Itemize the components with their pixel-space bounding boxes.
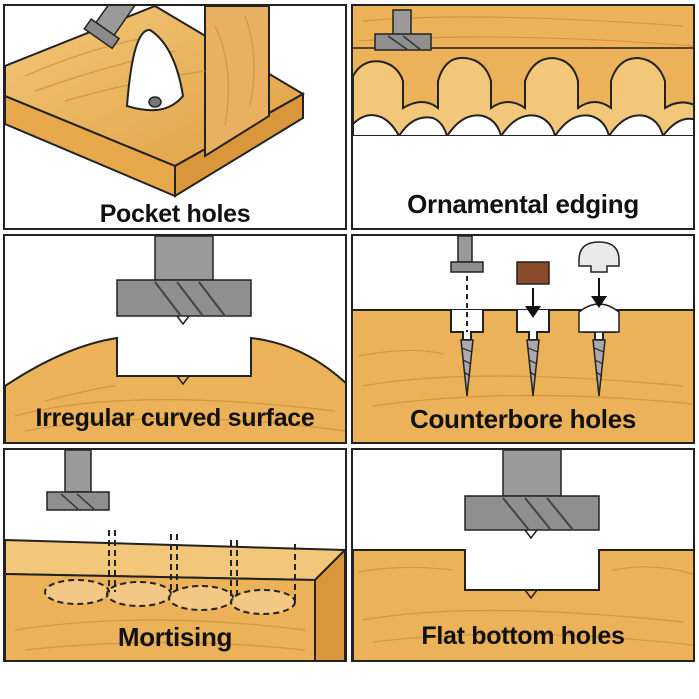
- panel-counterbore-holes: Counterbore holes: [351, 234, 695, 444]
- panel-flat-bottom-holes: Flat bottom holes: [351, 448, 695, 662]
- caption-ornamental-edging: Ornamental edging: [407, 189, 639, 219]
- curved-surface-illustration: [5, 236, 345, 442]
- caption-pocket-holes: Pocket holes: [99, 200, 251, 228]
- caption-counterbore-holes: Counterbore holes: [409, 404, 637, 434]
- ornamental-edging-illustration: [353, 6, 693, 228]
- mortising-illustration: [5, 450, 345, 660]
- panel-irregular-curved-surface: Irregular curved surface: [3, 234, 347, 444]
- panel-pocket-holes: Pocket holes: [3, 4, 347, 230]
- flat-bottom-holes-illustration: [353, 450, 693, 660]
- caption-irregular-curved-surface: Irregular curved surface: [35, 404, 315, 432]
- counterbore-holes-illustration: [353, 236, 693, 442]
- panel-ornamental-edging: Ornamental edging: [351, 4, 695, 230]
- pocket-holes-illustration: [5, 6, 305, 198]
- caption-flat-bottom-holes: Flat bottom holes: [421, 622, 625, 650]
- panel-mortising: Mortising: [3, 448, 347, 662]
- caption-mortising: Mortising: [117, 622, 233, 652]
